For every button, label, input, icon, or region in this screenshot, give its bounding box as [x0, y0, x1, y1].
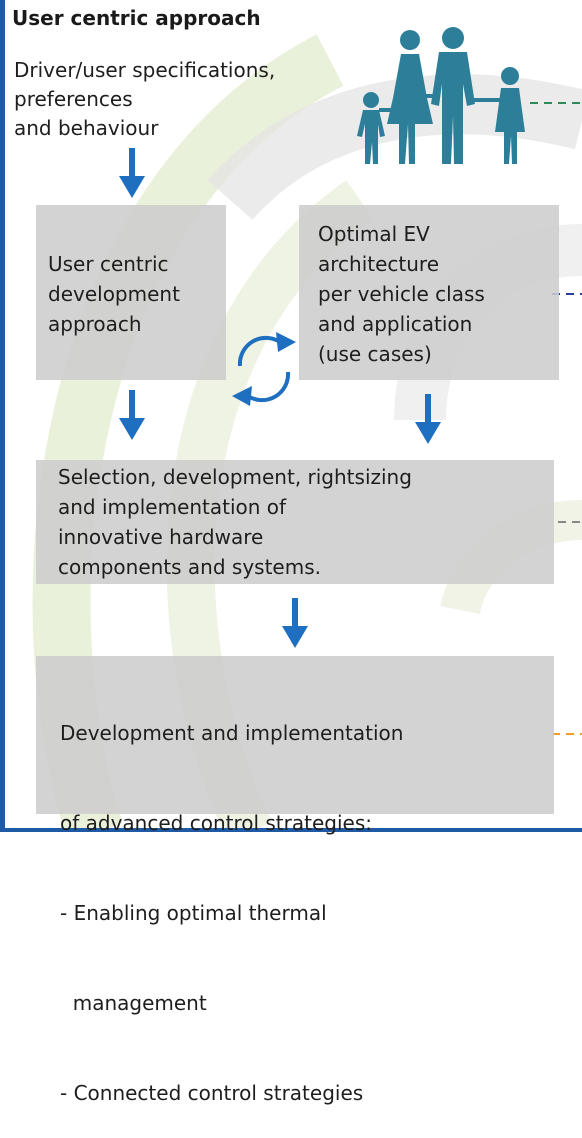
connector-dash-orange: [552, 733, 582, 735]
optimal-line-5: (use cases): [318, 342, 432, 366]
user-centric-box: [36, 205, 226, 380]
selection-line-1: Selection, development, rightsizing: [58, 465, 412, 489]
arrow-down-icon: [415, 394, 441, 444]
user-line-1: User centric: [48, 252, 169, 276]
selection-box: [36, 460, 554, 584]
selection-line-4: components and systems.: [58, 555, 321, 579]
spec-line-3: and behaviour: [14, 116, 159, 140]
control-strategies-box: [36, 656, 554, 814]
spec-line-1: Driver/user specifications,: [14, 58, 276, 82]
user-centric-text: User centric development approach: [48, 249, 180, 339]
control-strategies-text: Development and implementation of advanc…: [60, 658, 403, 1138]
control-line-4: management: [60, 991, 207, 1015]
arrow-down-icon: [282, 598, 308, 648]
user-specifications-text: Driver/user specifications, preferences …: [14, 56, 275, 143]
spec-line-2: preferences: [14, 87, 133, 111]
frame-border: [0, 0, 582, 832]
control-line-1: Development and implementation: [60, 721, 404, 745]
optimal-ev-text: Optimal EV architecture per vehicle clas…: [318, 219, 485, 369]
connector-dash-green: [530, 102, 582, 104]
user-line-2: development: [48, 282, 180, 306]
optimal-line-4: and application: [318, 312, 473, 336]
optimal-ev-box: [299, 205, 559, 380]
control-line-3: - Enabling optimal thermal: [60, 901, 327, 925]
user-line-3: approach: [48, 312, 142, 336]
control-line-5: - Connected control strategies: [60, 1081, 364, 1105]
connector-dash-gray: [558, 521, 582, 523]
optimal-line-3: per vehicle class: [318, 282, 485, 306]
optimal-line-2: architecture: [318, 252, 440, 276]
selection-line-2: and implementation of: [58, 495, 287, 519]
arrow-down-icon: [119, 390, 145, 440]
diagram-title: User centric approach: [12, 6, 261, 30]
family-silhouette-icon: [357, 27, 525, 164]
selection-text: Selection, development, rightsizing and …: [58, 462, 412, 582]
optimal-line-1: Optimal EV: [318, 222, 430, 246]
arrow-down-icon: [119, 148, 145, 198]
control-line-2: of advanced control strategies:: [60, 811, 372, 835]
selection-line-3: innovative hardware: [58, 525, 264, 549]
cycle-arrows-icon: [232, 332, 296, 406]
